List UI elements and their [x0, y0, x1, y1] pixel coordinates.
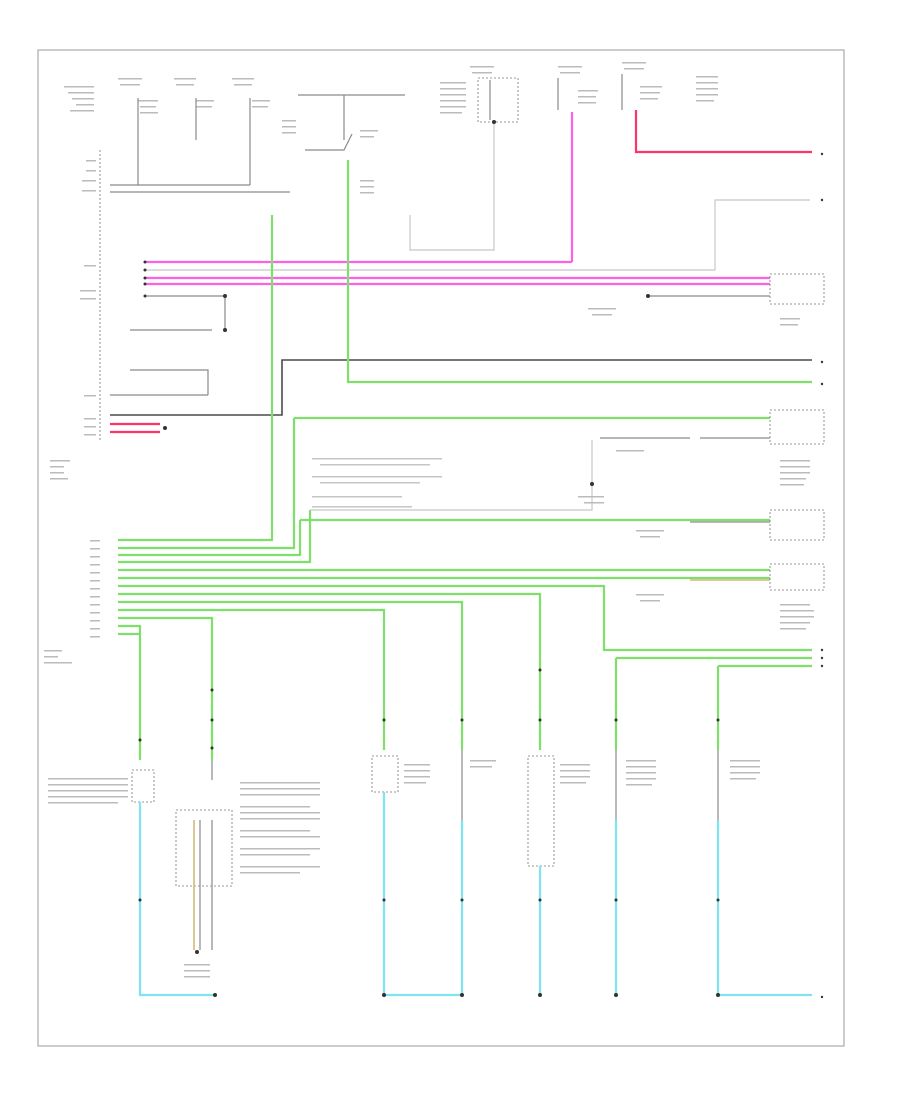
right-component-2 [769, 509, 825, 541]
cyan-ground-wire-1 [138, 802, 215, 997]
bottom-component-2-ground [195, 950, 199, 954]
green-wire-e [118, 510, 312, 564]
right-top-connectors [588, 198, 825, 326]
module-pin-markers [143, 260, 147, 298]
green-wire-c [118, 418, 296, 550]
bottom-component-3 [371, 755, 399, 793]
top-right-labels-1 [558, 66, 598, 104]
green-wire-k [118, 608, 386, 750]
dark-signal-terminal [820, 360, 824, 364]
right-connector-1-terminal [646, 294, 650, 298]
module-connector-2 [223, 328, 227, 332]
ignition-switch-contact [305, 133, 353, 151]
green-wire-i [118, 592, 542, 750]
top-label-block-2 [118, 78, 158, 114]
gray-bus-line-2 [145, 199, 810, 271]
green-wire-network [44, 160, 824, 760]
right-connector-1 [769, 273, 825, 305]
green-wire-a [118, 215, 274, 542]
top-center-labels [440, 66, 494, 114]
green-bus-pin-labels [44, 540, 100, 664]
left-control-module [50, 150, 824, 480]
module-connector-1 [223, 294, 227, 298]
green-wire-m [118, 624, 142, 760]
bottom-component-5 [527, 755, 555, 867]
bottom-components [48, 668, 824, 999]
cyan-ground-wire-7 [716, 820, 812, 997]
right-component-1 [769, 409, 825, 445]
red-feed-wire [634, 110, 812, 154]
green-wire-j [118, 600, 464, 750]
top-label-block-4 [232, 78, 270, 108]
bottom-component-2-labels [184, 782, 320, 978]
right-component-3 [769, 563, 825, 591]
green-wire-l [118, 616, 214, 760]
bottom-component-1-labels [48, 778, 128, 804]
relay-output-wire [409, 120, 495, 251]
red-feed-terminal [820, 152, 824, 156]
green-wire-d [118, 520, 302, 557]
dark-signal-wire [110, 359, 812, 416]
right-component-1-terminal [590, 482, 594, 486]
green-wire-h [118, 584, 812, 652]
module-red-connector [163, 426, 167, 430]
green-wire-b [346, 160, 812, 384]
top-supply-section [64, 62, 824, 262]
module-gray-output-5 [130, 369, 209, 395]
right-mid-components [312, 409, 825, 630]
ignition-switch-labels [282, 120, 378, 194]
left-module-pin-labels [50, 160, 96, 480]
relay-component [477, 77, 519, 123]
top-label-block-1 [64, 86, 94, 112]
bottom-component-2 [175, 809, 233, 887]
top-label-block-3 [174, 78, 214, 108]
splice-markers [138, 668, 720, 902]
diagram-frame [37, 49, 845, 1047]
ground-connectors [213, 993, 720, 997]
gray-wire-e-top [310, 440, 593, 511]
top-right-labels-2 [622, 62, 718, 102]
bottom-component-1 [131, 769, 155, 803]
module-gray-output-3 [145, 295, 226, 330]
relay-connector [492, 120, 496, 124]
